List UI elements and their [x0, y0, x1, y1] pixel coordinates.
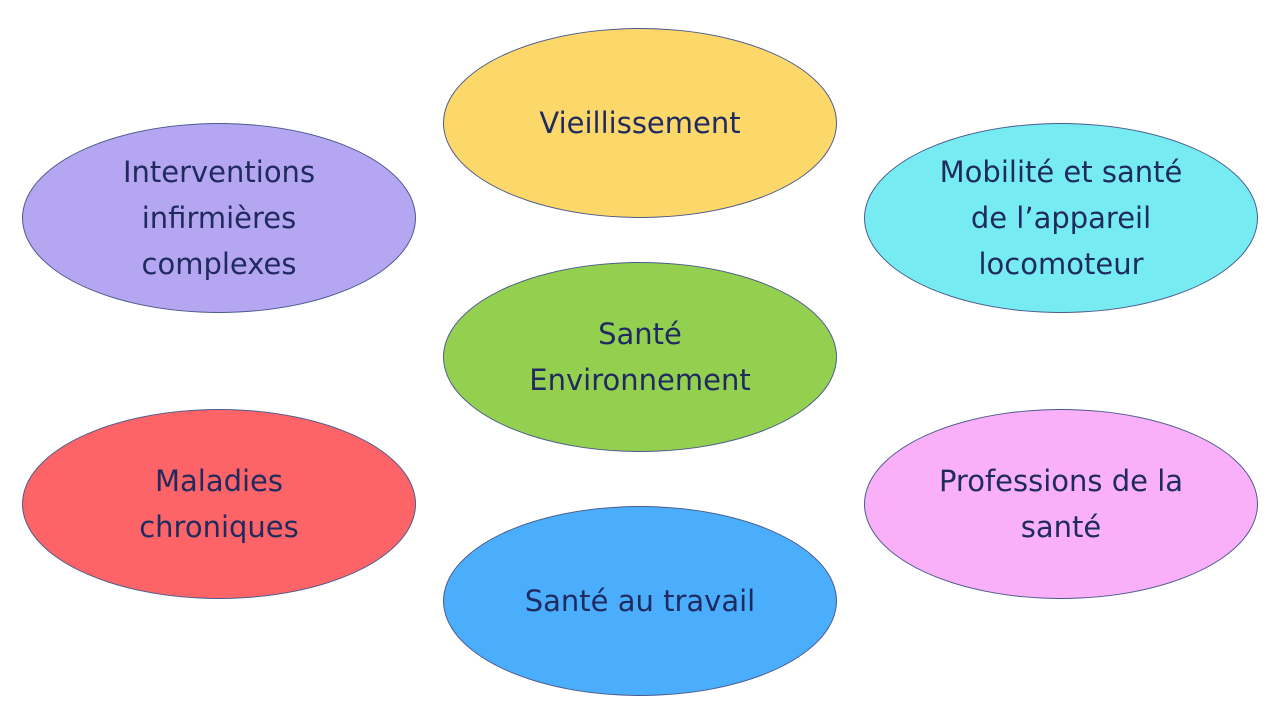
- bubble-mobilite: Mobilité et santé de l’appareil locomote…: [864, 123, 1258, 313]
- bubble-label-vieillissement: Vieillissement: [539, 106, 741, 140]
- bubble-label-maladies-chroniques: Maladies chroniques: [139, 464, 299, 544]
- bubble-label-sante-environnement: Santé Environnement: [529, 317, 751, 397]
- bubble-maladies-chroniques: Maladies chroniques: [22, 409, 416, 599]
- bubble-sante-travail: Santé au travail: [443, 506, 837, 696]
- bubble-interventions-infirmieres: Interventions infirmières complexes: [22, 123, 416, 313]
- bubble-label-interventions-infirmieres: Interventions infirmières complexes: [122, 155, 316, 281]
- bubble-label-professions-sante: Professions de la santé: [938, 464, 1184, 544]
- bubble-label-mobilite: Mobilité et santé de l’appareil locomote…: [939, 155, 1183, 281]
- bubble-sante-environnement: Santé Environnement: [443, 262, 837, 452]
- bubble-vieillissement: Vieillissement: [443, 28, 837, 218]
- bubble-label-sante-travail: Santé au travail: [524, 584, 756, 618]
- bubble-professions-sante: Professions de la santé: [864, 409, 1258, 599]
